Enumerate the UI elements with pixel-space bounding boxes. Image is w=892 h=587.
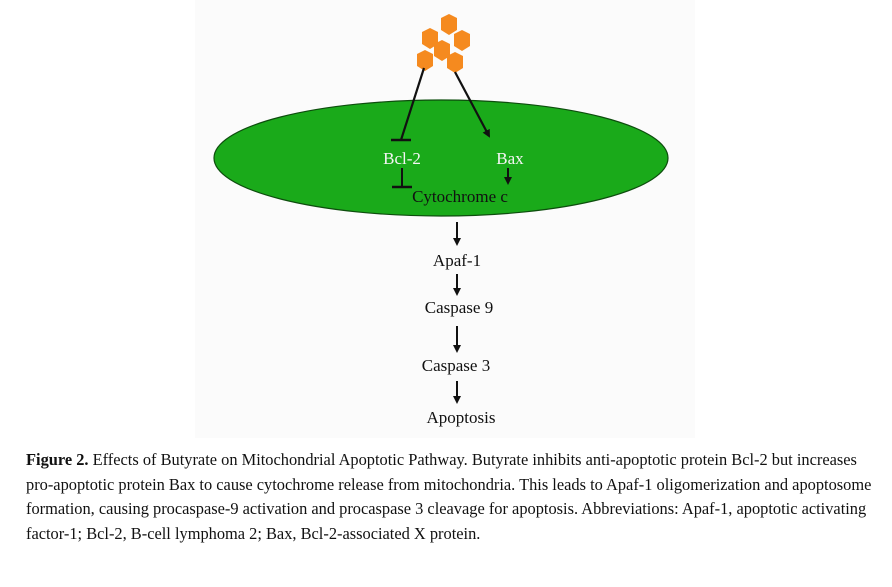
figure-panel xyxy=(195,0,695,438)
label-bcl2: Bcl-2 xyxy=(383,149,421,168)
butyrate-molecule xyxy=(422,28,438,49)
mitochondrion xyxy=(213,99,669,217)
label-caspase9: Caspase 9 xyxy=(425,298,493,317)
inhibition-line-bcl2 xyxy=(399,67,426,141)
butyrate-molecule xyxy=(417,50,433,71)
butyrate-molecule xyxy=(447,52,463,73)
pathway-diagram: Bcl-2 Bax Cytochrome c Apaf-1 Caspase 9 … xyxy=(213,14,669,427)
figure-label: Figure 2. xyxy=(26,450,89,469)
butyrate-molecules-icon xyxy=(417,14,470,73)
label-bax: Bax xyxy=(496,149,524,168)
butyrate-molecule xyxy=(454,30,470,51)
label-cytochrome-c: Cytochrome c xyxy=(412,187,508,206)
butyrate-molecule xyxy=(434,40,450,61)
activation-arrow-bax xyxy=(454,71,490,138)
figure-caption: Figure 2. Effects of Butyrate on Mitocho… xyxy=(26,448,876,546)
caption-text: Effects of Butyrate on Mitochondrial Apo… xyxy=(26,450,872,543)
label-apoptosis: Apoptosis xyxy=(427,408,496,427)
label-caspase3: Caspase 3 xyxy=(422,356,490,375)
butyrate-molecule xyxy=(441,14,457,35)
label-apaf1: Apaf-1 xyxy=(433,251,481,270)
